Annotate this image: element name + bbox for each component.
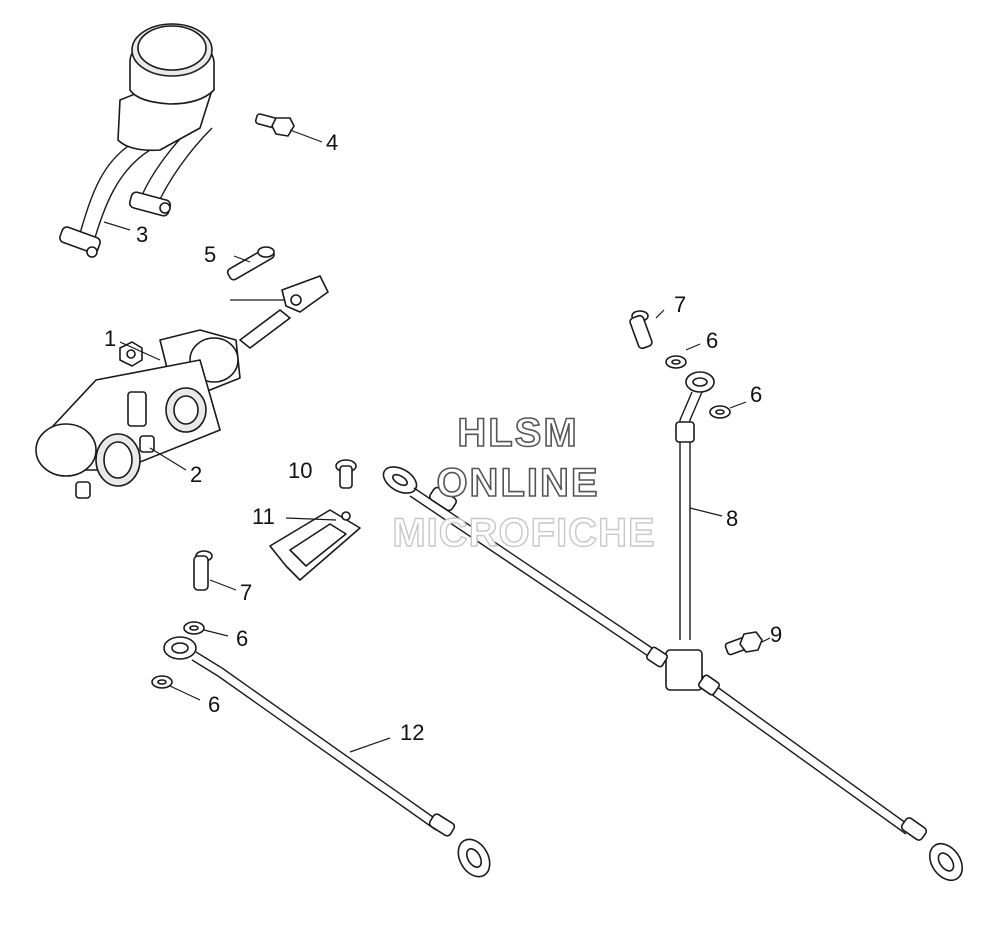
watermark-line-3: MICROFICHE (392, 511, 655, 555)
bolt-part-9[interactable] (724, 631, 763, 656)
callout-6-lower-b: 6 (208, 692, 220, 717)
brake-line-part-12[interactable] (163, 636, 496, 882)
callout-7-lower: 7 (240, 580, 252, 605)
washer-part-6-upper-b[interactable] (709, 405, 731, 419)
watermark: HLSM ONLINE MICROFICHE (392, 410, 656, 556)
watermark-line-1: HLSM (457, 411, 578, 455)
master-cylinder-part-2[interactable] (35, 329, 241, 499)
washer-part-6-lower-b[interactable] (151, 675, 173, 689)
bracket-part-11[interactable] (269, 509, 361, 581)
reservoir-assembly[interactable] (58, 23, 215, 258)
callout-6-upper-b: 6 (750, 382, 762, 407)
callout-labels: 1 2 3 4 5 6 6 6 6 7 7 8 9 10 11 12 (104, 130, 782, 745)
callout-9: 9 (770, 622, 782, 647)
washer-part-6-lower-a[interactable] (183, 621, 205, 635)
callout-1: 1 (104, 326, 116, 351)
callout-12: 12 (400, 720, 424, 745)
bolt-part-7-lower[interactable] (193, 550, 213, 591)
callout-6-lower-a: 6 (236, 626, 248, 651)
bolt-part-10[interactable] (335, 459, 357, 489)
watermark-line-2: ONLINE (436, 461, 599, 505)
bolt-part-4[interactable] (254, 113, 295, 137)
callout-8: 8 (726, 506, 738, 531)
washer-part-6-upper-a[interactable] (665, 355, 687, 369)
leader-lines (103, 129, 771, 753)
callout-3: 3 (136, 222, 148, 247)
callout-11: 11 (252, 504, 275, 529)
brake-hose-part-8[interactable] (379, 371, 969, 886)
pushrod-part-5[interactable] (226, 246, 329, 349)
callout-6-upper-a: 6 (706, 328, 718, 353)
nut-part-1[interactable] (119, 341, 143, 367)
callout-7-upper: 7 (674, 292, 686, 317)
callout-5: 5 (204, 242, 216, 267)
bolt-part-7-upper[interactable] (629, 310, 653, 350)
callout-4: 4 (326, 130, 338, 155)
callout-2: 2 (190, 462, 202, 487)
callout-10: 10 (288, 458, 312, 483)
